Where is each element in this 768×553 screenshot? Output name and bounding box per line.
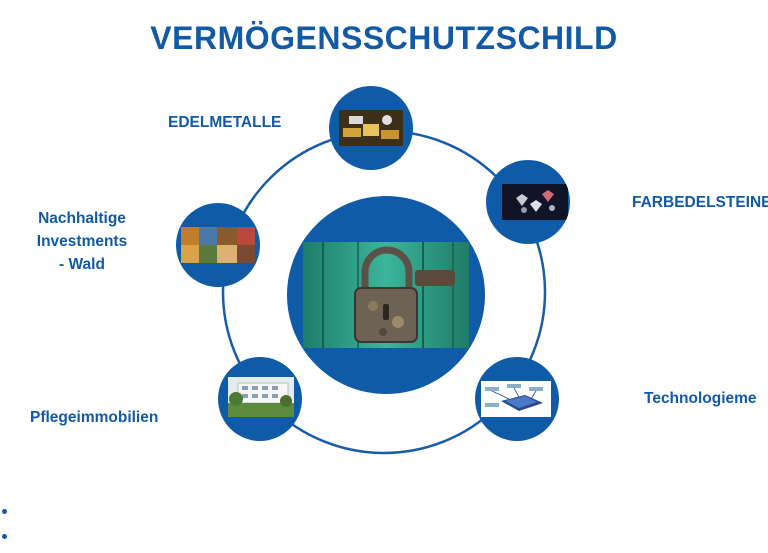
padlock-image <box>303 242 469 348</box>
building-image <box>228 377 294 417</box>
label-pflegeimmobilien: Pflegeimmobilien <box>30 409 159 426</box>
node-farbedelsteine <box>486 160 570 244</box>
forest-collage-image <box>181 227 255 263</box>
page-title: VERMÖGENSSCHUTZSCHILD <box>150 20 618 56</box>
label-farbedelsteine: FARBEDELSTEINE <box>632 194 768 211</box>
label-wald: Nachhaltige Investments - Wald <box>22 207 142 276</box>
tech-diagram-image <box>481 381 551 417</box>
gemstones-image <box>502 184 568 220</box>
label-wald-line3: - Wald <box>59 256 105 273</box>
label-wald-line2: Investments <box>36 233 128 250</box>
center-node <box>287 196 485 394</box>
bullet-dot <box>2 534 7 539</box>
label-technologie: Technologieme <box>644 390 757 407</box>
node-pflegeimmobilien <box>218 357 302 441</box>
gold-bars-image <box>339 110 403 146</box>
node-wald <box>176 203 260 287</box>
label-wald-line1: Nachhaltige <box>38 210 126 227</box>
node-edelmetalle <box>329 86 413 170</box>
label-edelmetalle: EDELMETALLE <box>168 114 282 131</box>
node-technologie <box>475 357 559 441</box>
bullet-dot <box>2 509 7 514</box>
